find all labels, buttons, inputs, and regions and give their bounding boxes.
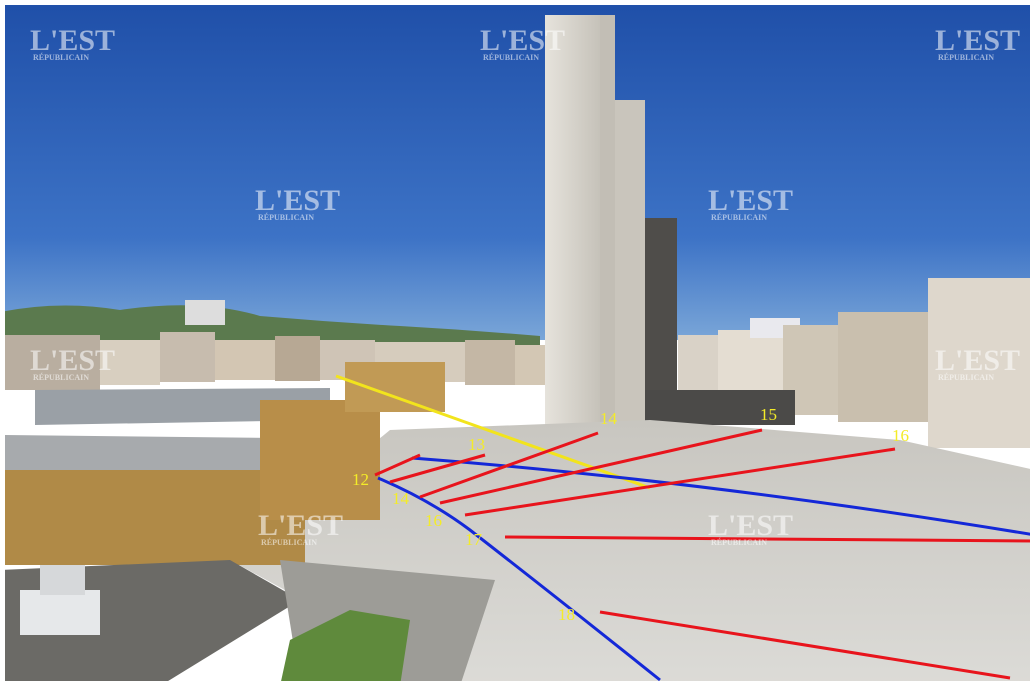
watermark-brand: L'EST — [480, 24, 565, 57]
watermark: L'EST RÉPUBLICAIN — [708, 509, 793, 547]
label-18: 18 — [558, 605, 575, 624]
watermark-brand: L'EST — [935, 24, 1020, 57]
watermark: L'EST RÉPUBLICAIN — [708, 184, 793, 222]
label-14-left: 14 — [392, 489, 410, 508]
watermark-brand: L'EST — [708, 184, 793, 217]
label-15: 15 — [760, 405, 777, 424]
watermark: L'EST RÉPUBLICAIN — [935, 24, 1020, 62]
watermark: L'EST RÉPUBLICAIN — [480, 24, 565, 62]
blue-lines — [377, 456, 1035, 682]
sky — [0, 0, 1035, 340]
label-16-right: 16 — [892, 426, 909, 445]
watermark-sub: RÉPUBLICAIN — [483, 52, 539, 62]
watermark: L'EST RÉPUBLICAIN — [30, 344, 115, 382]
label-14-right: 14 — [600, 409, 618, 428]
watermark-sub: RÉPUBLICAIN — [258, 212, 314, 222]
watermark-brand: L'EST — [30, 24, 115, 57]
watermark-sub: RÉPUBLICAIN — [33, 52, 89, 62]
tower — [545, 15, 645, 430]
watermark-sub: RÉPUBLICAIN — [711, 537, 767, 547]
watermark-brand: L'EST — [258, 509, 343, 542]
watermark-brand: L'EST — [30, 344, 115, 377]
watermark: L'EST RÉPUBLICAIN — [30, 24, 115, 62]
station-building — [5, 362, 445, 565]
label-13: 13 — [468, 435, 485, 454]
watermark: L'EST RÉPUBLICAIN — [258, 509, 343, 547]
right-city — [645, 218, 1035, 448]
line-labels: 12 13 14 14 15 16 16 17 18 — [352, 405, 909, 624]
watermarks: L'EST RÉPUBLICAIN L'EST RÉPUBLICAIN L'ES… — [30, 24, 1020, 547]
foreground — [0, 560, 495, 686]
watermark-brand: L'EST — [935, 344, 1020, 377]
red-lines — [374, 428, 1035, 680]
watermark-sub: RÉPUBLICAIN — [261, 537, 317, 547]
watermark-brand: L'EST — [255, 184, 340, 217]
watermark-sub: RÉPUBLICAIN — [938, 372, 994, 382]
watermark: L'EST RÉPUBLICAIN — [255, 184, 340, 222]
watermark-sub: RÉPUBLICAIN — [33, 372, 89, 382]
watermark-sub: RÉPUBLICAIN — [711, 212, 767, 222]
watermark: L'EST RÉPUBLICAIN — [935, 344, 1020, 382]
label-16-left: 16 — [425, 511, 442, 530]
label-17: 17 — [465, 530, 483, 549]
label-12: 12 — [352, 470, 369, 489]
watermark-brand: L'EST — [708, 509, 793, 542]
yellow-line — [335, 374, 651, 490]
watermark-sub: RÉPUBLICAIN — [938, 52, 994, 62]
